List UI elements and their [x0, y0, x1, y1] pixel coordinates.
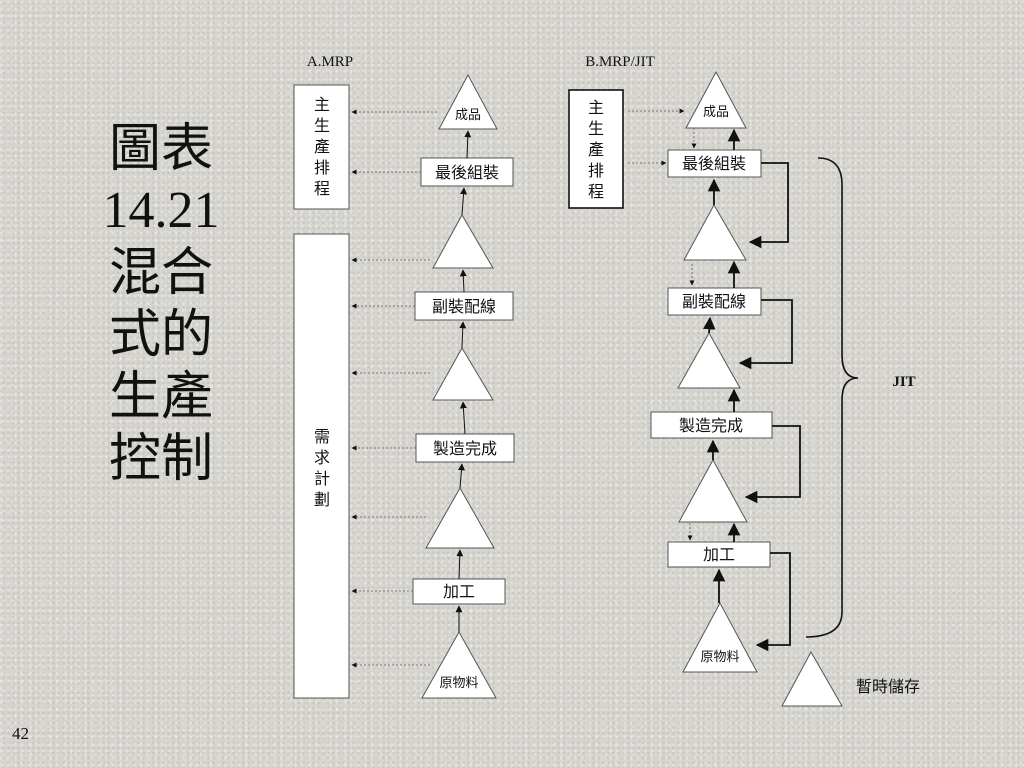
- storage-legend-triangle: [781, 650, 843, 707]
- master-schedule-char: 排: [588, 161, 604, 180]
- raw-materials-triangle: [682, 601, 758, 673]
- storage-triangle: [683, 203, 747, 261]
- jit-brace: [805, 157, 859, 638]
- fabrication-label: 製造完成: [679, 416, 743, 435]
- panel-b-mrp-jit: B.MRP/JIT 主 生 產 排 程 成品 最後組裝 副裝配線 製造完成 加工…: [568, 54, 916, 673]
- subassembly-label: 副裝配線: [432, 297, 496, 316]
- storage-triangle: [432, 346, 494, 401]
- slide-title: 圖表 14.21 混合 式的 生產 控制: [86, 118, 236, 490]
- storage-triangle: [678, 458, 748, 523]
- finished-goods-triangle: [685, 70, 747, 129]
- kanban-loops: [738, 162, 801, 652]
- machining-box: [412, 578, 506, 605]
- requirements-plan-char: 求: [314, 448, 330, 467]
- title-line: 控制: [108, 429, 213, 489]
- master-schedule-box: [568, 89, 624, 209]
- requirements-plan-char: 計: [314, 469, 330, 488]
- panel-a-label: A.MRP: [307, 54, 353, 70]
- title-line: 14.21: [102, 182, 220, 239]
- info-arrows: [628, 108, 697, 541]
- raw-materials-label: 原物料: [700, 650, 739, 665]
- master-schedule-char: 產: [314, 137, 330, 156]
- machining-label: 加工: [703, 545, 735, 564]
- storage-legend-label: 暫時儲存: [856, 677, 920, 696]
- final-assembly-label: 最後組裝: [435, 163, 499, 182]
- title-line: 生產: [108, 367, 213, 427]
- fabrication-label: 製造完成: [433, 439, 497, 458]
- legend: 暫時儲存: [781, 650, 920, 707]
- storage-triangle: [425, 486, 495, 549]
- panel-b-label: B.MRP/JIT: [585, 54, 655, 70]
- finished-goods-label: 成品: [455, 108, 481, 123]
- machining-label: 加工: [443, 582, 475, 601]
- fabrication-box: [415, 433, 515, 463]
- requirements-plan-box: [293, 233, 350, 699]
- title-line: 混合: [108, 243, 213, 303]
- storage-triangle: [677, 331, 741, 389]
- page-number: 42: [12, 724, 29, 743]
- panel-a-mrp: A.MRP 主 生 產 排 程 需 求 計 劃 成品 最後組裝 副裝配線 製造完…: [293, 54, 515, 699]
- requirements-plan-char: 需: [314, 427, 330, 446]
- final-assembly-label: 最後組裝: [682, 154, 746, 173]
- title-line: 圖表: [108, 119, 213, 179]
- master-schedule-box: [293, 84, 350, 210]
- subassembly-box: [667, 287, 762, 316]
- subassembly-label: 副裝配線: [682, 292, 746, 311]
- requirements-plan-char: 劃: [314, 490, 330, 509]
- storage-triangle: [432, 213, 494, 269]
- finished-goods-triangle: [438, 73, 498, 130]
- finished-goods-label: 成品: [703, 105, 729, 120]
- jit-label: JIT: [892, 374, 915, 390]
- master-schedule-char: 程: [314, 179, 330, 198]
- master-schedule-char: 產: [588, 140, 604, 159]
- machining-box: [667, 541, 771, 568]
- master-schedule-char: 生: [588, 119, 604, 138]
- flow-arrows: [455, 130, 472, 632]
- raw-materials-label: 原物料: [439, 676, 478, 691]
- master-schedule-char: 主: [588, 98, 604, 117]
- master-schedule-char: 生: [314, 116, 330, 135]
- info-arrows: [351, 109, 437, 668]
- pull-arrows: [702, 128, 741, 603]
- master-schedule-char: 主: [314, 95, 330, 114]
- final-assembly-box: [667, 149, 762, 178]
- master-schedule-char: 程: [588, 182, 604, 201]
- master-schedule-char: 排: [314, 158, 330, 177]
- raw-materials-triangle: [421, 630, 497, 699]
- title-line: 式的: [108, 305, 213, 365]
- fabrication-box: [650, 411, 773, 439]
